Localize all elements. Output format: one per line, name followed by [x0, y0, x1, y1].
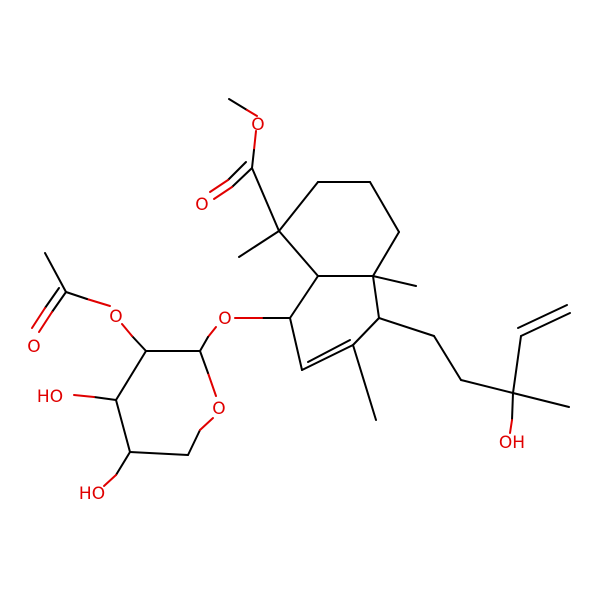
bond-acetyl-methyl [44, 252, 67, 293]
bond-carbonyl-double-a [231, 167, 253, 188]
bond-cq-oh [511, 392, 514, 421]
bond-c4-oh-red [103, 474, 117, 487]
bond-c8a-c1 [278, 230, 319, 277]
bond-c3-oh [93, 396, 117, 401]
hydroxyl-sidechain-label: OH [499, 433, 525, 453]
bond-c4-c5-sugar [129, 451, 189, 456]
glycosidic-linkage [199, 317, 291, 352]
bond-chain1-chain2 [433, 335, 462, 381]
bond-c6-c5 [352, 317, 380, 346]
bond-c4-oh [115, 451, 131, 476]
acetoxy-oxygen-label: O [109, 307, 122, 327]
glycosidic-oxygen-label: O [218, 309, 231, 329]
bond-c4a-methyl [372, 275, 417, 287]
bond-methoxy-methyl [228, 98, 248, 111]
bond-c4-c4a [372, 231, 400, 277]
bond-c3-oh-red [73, 394, 95, 398]
bond-c1-c2 [278, 181, 319, 232]
bond-o-anomeric-c [199, 336, 209, 352]
bond-ester-c1 [251, 167, 280, 232]
bond-c7-c6-double-inner [307, 339, 351, 363]
bond-cq-methyl [512, 392, 570, 408]
bond-vinyl-double-b [517, 304, 568, 329]
bond-oac-carbonyl [65, 291, 88, 300]
bond-c1-methyl [238, 230, 280, 258]
bond-chain2-cq [460, 379, 514, 394]
bond-cq-vinyl [512, 335, 522, 394]
acetyl-carbonyl-oxygen-label: O [27, 337, 40, 357]
bond-vinyl-double-a [520, 312, 571, 337]
bond-c6-methyl [352, 344, 377, 421]
bond-cq-oh-o [509, 419, 513, 434]
bond-o-anomeric [207, 326, 217, 338]
bond-acetyl-co-b-red [31, 307, 46, 329]
bond-c5-ringo [187, 429, 201, 456]
hydroxyl-c3-label: HO [37, 387, 63, 407]
methyl-ester-group [209, 98, 280, 232]
bond-carbonyl-double-b-o [209, 179, 229, 193]
bond-oac-carbonyl-red [86, 298, 111, 307]
hydroxyl-c4-label: HO [79, 484, 105, 504]
bond-acetyl-co-b [44, 287, 60, 309]
decalin-core [238, 181, 417, 421]
bond-acetyl-co-a-red [38, 311, 53, 333]
bond-c7-c6-double-outer [301, 344, 354, 371]
bond-o-carbonyl-c-2 [251, 149, 255, 169]
bond-c2-oac-red [121, 323, 133, 337]
xylopyranose-ring [73, 350, 217, 487]
bond-ringo-c1 [199, 350, 209, 374]
bond-c5-chain1 [378, 317, 435, 337]
bond-c5-c4a [372, 275, 380, 319]
ester-oxygen-label: O [251, 115, 264, 135]
bond-ringo-c1-red [207, 372, 217, 397]
acetyl-group [31, 252, 147, 352]
bond-c5-ringo-red [199, 417, 214, 431]
carbonyl-oxygen-label: O [195, 195, 208, 215]
bond-o-carbonyl-c [253, 130, 257, 151]
bond-c2-c3-sugar [115, 350, 147, 401]
bond-acetyl-co-a [51, 291, 67, 313]
ring-oxygen-label: O [212, 399, 225, 419]
bond-c8-c7 [289, 317, 303, 371]
bond-c3-c4-sugar [115, 399, 131, 453]
bond-c3-c4 [369, 181, 400, 233]
bond-carbonyl-double-a-o [213, 186, 233, 200]
bond-carbonyl-double-b [227, 161, 247, 181]
bond-methoxy-o [246, 109, 258, 117]
bond-c2-oac [131, 335, 147, 352]
hydroxy-methylpentenyl-chain [378, 304, 571, 434]
bond-c8a-c8 [289, 275, 319, 319]
